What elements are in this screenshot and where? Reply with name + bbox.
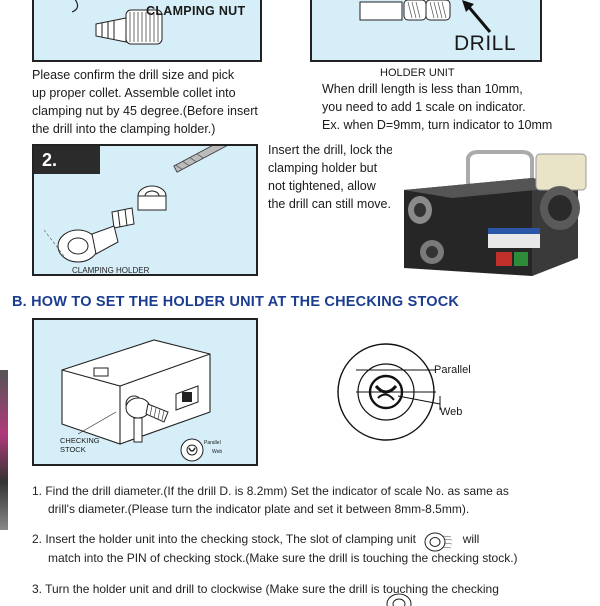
text-line: you need to add 1 scale on indicator. [322, 100, 526, 114]
holder-unit-illustration [359, 0, 492, 33]
clamping-nut-panel: CLAMPING NUT [32, 0, 262, 62]
grinder-machine-image [392, 148, 600, 280]
web-label: Web [440, 406, 463, 418]
mini-parallel-label: Parallel [204, 440, 221, 446]
drill-label: DRILL [454, 32, 517, 55]
checking-stock-panel: CHECKING STOCK Parallel Web [32, 318, 258, 466]
checking-stock-illustration [61, 339, 211, 462]
text-line: match into the PIN of checking stock.(Ma… [48, 550, 518, 565]
text-line: the drill can still move. [268, 197, 391, 211]
holder-unit-title: HOLDER UNIT [380, 67, 455, 79]
text-line: Insert the drill, lock the [268, 143, 394, 157]
clamping-holder-panel: 2. CLAMPING HOLDER [32, 144, 258, 276]
text-part: 2. Insert the holder unit into the check… [32, 532, 416, 546]
section-b-step-2: 2. Insert the holder unit into the check… [32, 530, 592, 567]
grinder-machine-photo [392, 148, 600, 280]
text-line: 1. Find the drill diameter.(If the drill… [32, 484, 509, 498]
text-line: Ex. when D=9mm, turn indicator to 10mm [322, 118, 553, 132]
step2-instructions: Insert the drill, lock the clamping hold… [268, 141, 398, 213]
clamping-unit-icon [423, 531, 455, 552]
holder-unit-notes: When drill length is less than 10mm, you… [322, 80, 597, 134]
text-line: CHECKING [60, 436, 100, 445]
text-line: up proper collet. Assemble collet into [32, 86, 236, 100]
text-line: drill's diameter.(Please turn the indica… [48, 502, 470, 516]
text-line: clamping holder but [268, 161, 378, 175]
text-line: clamping nut by 45 degree.(Before insert [32, 104, 258, 118]
text-line: 2. Insert the holder unit into the check… [32, 530, 592, 552]
clamping-holder-illustration [43, 146, 240, 263]
text-line: 3. Turn the holder unit and drill to clo… [32, 582, 499, 596]
step-number-badge: 2. [34, 146, 100, 174]
parallel-label: Parallel [434, 364, 471, 376]
section-b-step-3: 3. Turn the holder unit and drill to clo… [32, 580, 592, 598]
text-line: When drill length is less than 10mm, [322, 82, 523, 96]
text-line: STOCK [60, 445, 86, 454]
holder-unit-panel: DRILL [310, 0, 542, 62]
section-b-step-1: 1. Find the drill diameter.(If the drill… [32, 482, 592, 518]
clamping-holder-label: CLAMPING HOLDER [72, 266, 150, 275]
parallel-web-diagram: Parallel Web [336, 340, 486, 450]
mini-web-label: Web [212, 449, 223, 455]
clamping-nut-label: CLAMPING NUT [146, 4, 246, 18]
collet-nut-illustration [71, 0, 163, 45]
holder-unit-small-icon [386, 593, 412, 606]
left-edge-decoration [0, 370, 8, 530]
text-line: Please confirm the drill size and pick [32, 68, 235, 82]
checking-stock-label: CHECKING STOCK [60, 436, 100, 454]
step1-instructions: Please confirm the drill size and pick u… [32, 66, 272, 138]
section-b-title: B. HOW TO SET THE HOLDER UNIT AT THE CHE… [12, 294, 460, 310]
text-line: the drill into the clamping holder.) [32, 122, 216, 136]
text-line: not tightened, allow [268, 179, 376, 193]
text-part: will [462, 532, 480, 546]
drill-tip-diagram [337, 343, 441, 441]
